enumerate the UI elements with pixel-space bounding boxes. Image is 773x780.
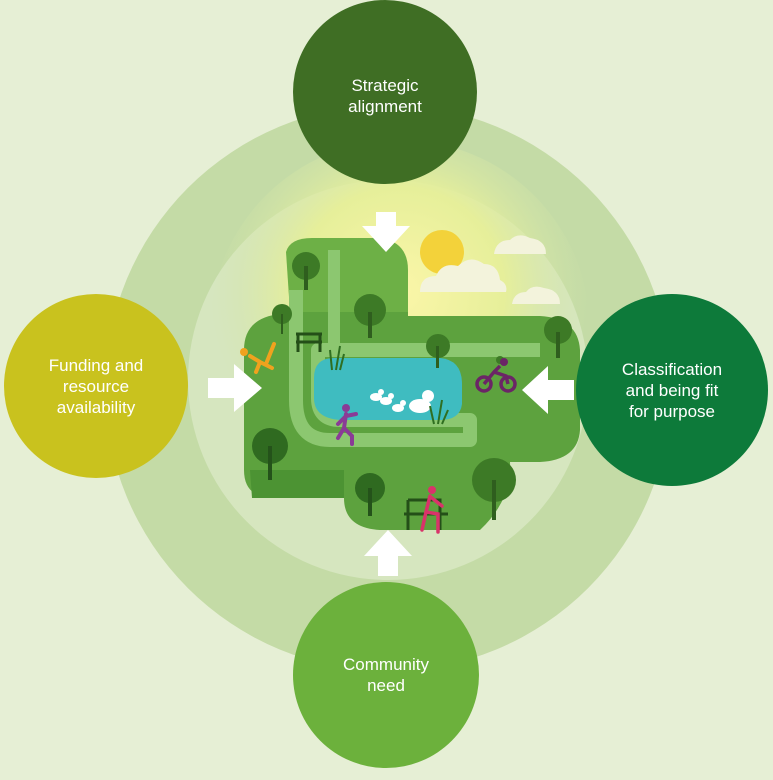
arrow-down-icon xyxy=(362,212,410,252)
reeds-icon xyxy=(329,345,449,425)
node-label-line: need xyxy=(367,676,405,695)
cloud-icon xyxy=(420,235,560,304)
node-label-line: alignment xyxy=(348,97,422,116)
node-classification-and-fit-for-purpose: Classification and being fit for purpose xyxy=(576,294,768,486)
arrow-up-icon xyxy=(364,530,412,576)
node-label-line: resource xyxy=(62,376,130,396)
arrow-right-icon xyxy=(208,364,262,412)
node-label-line: Funding and xyxy=(48,355,144,375)
seated-person-icon xyxy=(420,486,444,534)
yoga-person-icon xyxy=(240,342,276,374)
tree-icon xyxy=(252,252,572,520)
park-illustration xyxy=(240,238,580,534)
node-label-line: Community xyxy=(343,655,429,674)
node-label-line: availability xyxy=(56,397,136,417)
node-label-line: Classification xyxy=(621,359,723,379)
node-funding-and-resource-availability: Funding and resource availability xyxy=(4,294,188,478)
node-label-line: Strategic xyxy=(351,76,419,95)
cyclist-icon xyxy=(475,358,517,393)
node-label-line: and being fit xyxy=(625,380,719,400)
sun-icon xyxy=(420,230,464,274)
duck-icon xyxy=(370,389,434,413)
node-strategic-alignment: Strategic alignment xyxy=(293,0,477,184)
node-label-line: for purpose xyxy=(629,401,715,421)
arrow-left-icon xyxy=(522,366,574,414)
runner-icon xyxy=(336,404,358,446)
node-community-need: Community need xyxy=(293,582,479,768)
